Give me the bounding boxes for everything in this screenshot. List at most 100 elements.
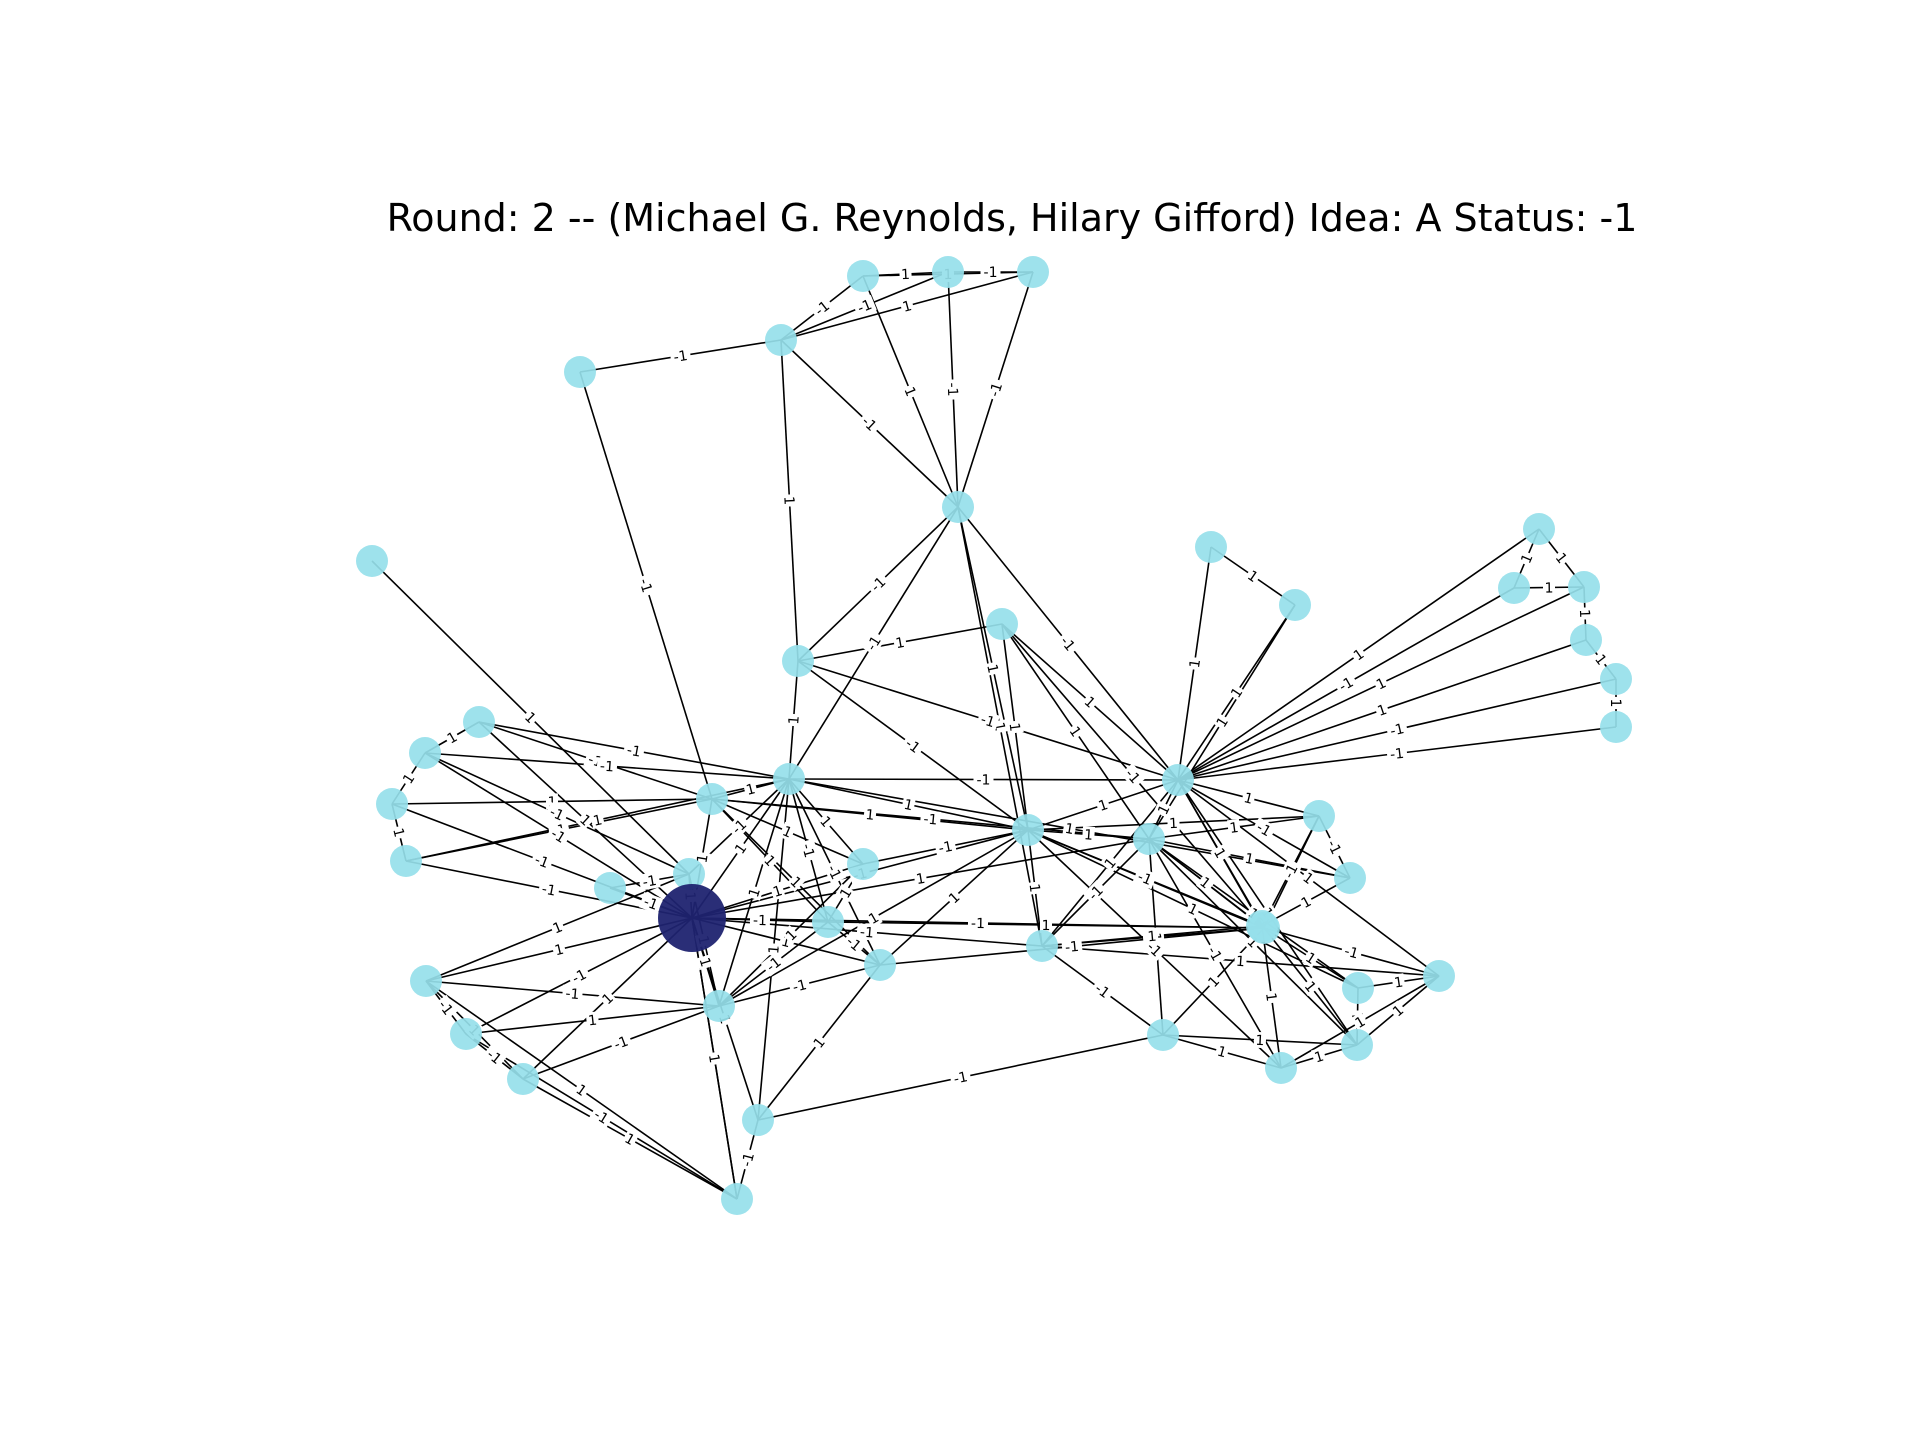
edge-label-group: -1 [787, 975, 812, 996]
edge-label-background [852, 294, 877, 318]
edge-label-group: 1 [900, 382, 921, 401]
graph-title: Round: 2 -- (Michael G. Reynolds, Hilary… [386, 196, 1638, 240]
graph-node [1133, 823, 1165, 855]
edge-label-group: 1 [1349, 644, 1368, 665]
edge-label-group: -1 [596, 757, 618, 775]
edge-label: 1 [1576, 609, 1592, 619]
edge-label-background [1251, 817, 1277, 841]
edge-label-group: 1 [705, 1051, 724, 1066]
graph-node [721, 1183, 753, 1215]
edge-label-group: 1 [1195, 872, 1216, 893]
edge-label-background [1089, 978, 1116, 1003]
edge-label-background [809, 1032, 829, 1053]
edge-label-background [1243, 566, 1263, 586]
graph-node [1303, 800, 1335, 832]
edge-label-group: -1 [608, 1031, 634, 1054]
edge-label-background [1576, 607, 1594, 620]
edge-label-group: 1 [900, 795, 917, 814]
edge-label-background [983, 660, 1003, 677]
edge-label-background [596, 757, 618, 775]
edge-label-background [545, 823, 572, 848]
edge-label: 1 [1229, 820, 1240, 837]
graph-node [864, 949, 896, 981]
edge-label-background [1203, 971, 1224, 992]
edge-label-background [620, 1129, 640, 1149]
edge-label-background [1385, 719, 1409, 740]
edge-label-background [1145, 927, 1159, 945]
edge-label: 1 [1083, 827, 1093, 844]
edge-label-background [520, 707, 541, 728]
edge-label-group: -1 [1055, 630, 1081, 657]
edge-label-background [608, 1031, 634, 1054]
edge-label: 1 [901, 267, 911, 283]
edge-label-group: -1 [622, 740, 646, 761]
highlighted-node [658, 884, 726, 952]
edge-label-background [778, 821, 797, 842]
edge-label-group: -1 [1278, 858, 1303, 884]
graph-node [1026, 930, 1058, 962]
edge-label-group: 1 [864, 908, 883, 928]
edge-label-group: -1 [1089, 978, 1116, 1003]
edge-label-group: -1 [856, 410, 883, 437]
edge-label-group: -1 [809, 295, 835, 321]
edge-label-background [1608, 697, 1624, 709]
edge-label-background [1100, 853, 1120, 873]
edge-label-background [1301, 948, 1321, 968]
edge-label-group: -1 [1322, 834, 1347, 860]
edge-label-group: 1 [589, 810, 606, 830]
edge-label: -1 [976, 772, 990, 788]
edge-label: -1 [859, 924, 874, 941]
edge-label: -1 [753, 913, 767, 929]
edge-label-group: -1 [1132, 866, 1158, 890]
edge-label-group: -1 [984, 377, 1006, 402]
edge-label: 1 [1607, 699, 1623, 708]
graph-node [942, 491, 974, 523]
edge-label: -1 [532, 852, 551, 872]
edge-label-group: 1 [1391, 973, 1406, 992]
edge-label: -1 [1342, 943, 1360, 962]
edge-label-group: -1 [1339, 941, 1364, 963]
graph-node [1600, 663, 1632, 695]
edge-label-background [1214, 1042, 1230, 1061]
edge-label-group: 1 [1240, 788, 1257, 808]
edge-label-background [551, 940, 567, 959]
edge-label-group: 1 [1094, 795, 1112, 815]
edge-label-background [967, 914, 989, 932]
graph-node [507, 1063, 539, 1095]
edge-label-background [635, 573, 657, 598]
edge-label: -1 [791, 977, 808, 996]
edge-label-background [1210, 843, 1230, 863]
edge-label-background [1349, 644, 1368, 665]
edge-label-group: 1 [1296, 892, 1316, 912]
edge-label-group: 1 [398, 769, 418, 788]
edge-label-background [589, 810, 606, 830]
edge-label-background [1339, 941, 1364, 963]
edge-label: 1 [1313, 1049, 1326, 1067]
graph-node [450, 1018, 482, 1050]
edge-label-group: 1 [983, 660, 1003, 677]
edge-label: 1 [1262, 992, 1279, 1003]
edge-labels-layer: -1-11-111-11-11-1-1-11-11-1-1111-1-11-11… [389, 264, 1624, 1172]
edge-label-background [900, 733, 926, 758]
edge-label-group: 1 [1262, 989, 1281, 1005]
graph-node [1246, 910, 1278, 942]
edge-label-background [744, 884, 764, 901]
edge-label-group: 1 [1516, 549, 1537, 568]
edge-label-background [1195, 872, 1216, 893]
edge-label-background [1386, 744, 1408, 763]
edge-label-background [809, 295, 835, 321]
edge-label-background [544, 802, 570, 825]
edge-label-background [433, 994, 459, 1021]
edge-label-group: -1 [537, 879, 561, 900]
edge-label-background [1132, 866, 1158, 890]
graph-node [1334, 862, 1366, 894]
edge-label-background [913, 869, 928, 888]
edge-label: -1 [641, 894, 660, 914]
edge-label-background [1026, 881, 1044, 895]
edge-label-background [864, 908, 883, 928]
graph-node [410, 965, 442, 997]
edge-label-background [566, 964, 592, 988]
edge-label-background [749, 911, 771, 929]
graph-node [564, 356, 596, 388]
